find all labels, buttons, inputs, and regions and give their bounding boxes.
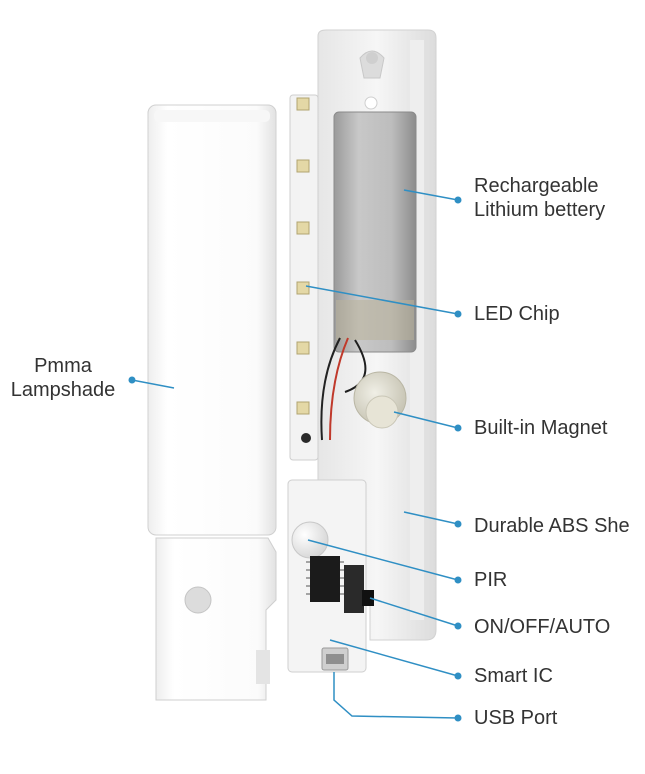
pmma-lampshade [147,104,277,536]
label-led-chip: LED Chip [474,303,560,325]
leader-lampshade [131,379,175,389]
leader-dot-battery [454,196,462,204]
label-smart-ic: Smart IC [474,665,553,687]
lampshade-end-cap [155,537,277,701]
control-pcb [287,479,374,673]
leader-dot-usb [454,714,462,722]
label-battery: Rechargeable Lithium bettery [474,175,606,221]
label-magnet: Built-in Magnet [474,417,608,439]
leader-dot-pir [454,576,462,584]
leader-dot-magnet [454,424,462,432]
leader-pir [307,539,459,581]
label-pir: PIR [474,569,508,591]
leader-shell [403,511,459,525]
magnet [353,371,407,429]
leader-dot-lampshade [128,376,136,384]
callout-leaders [128,189,462,722]
label-usb-port: USB Port [474,707,558,729]
leader-ic [329,639,459,677]
leader-dot-shell [454,520,462,528]
leader-switch [369,597,459,627]
leader-led [305,285,459,315]
lithium-battery [320,111,417,441]
leader-magnet [393,411,459,429]
label-lampshade: Pmma Lampshade [10,355,116,401]
leader-dot-led [454,310,462,318]
led-chip [296,97,310,415]
leader-dot-switch [454,622,462,630]
leader-usb [333,672,459,719]
leader-battery [403,189,459,201]
label-abs-shell: Durable ABS She [474,515,630,537]
leader-dot-ic [454,672,462,680]
label-switch: ON/OFF/AUTO [474,616,611,638]
led-strip [289,94,319,461]
